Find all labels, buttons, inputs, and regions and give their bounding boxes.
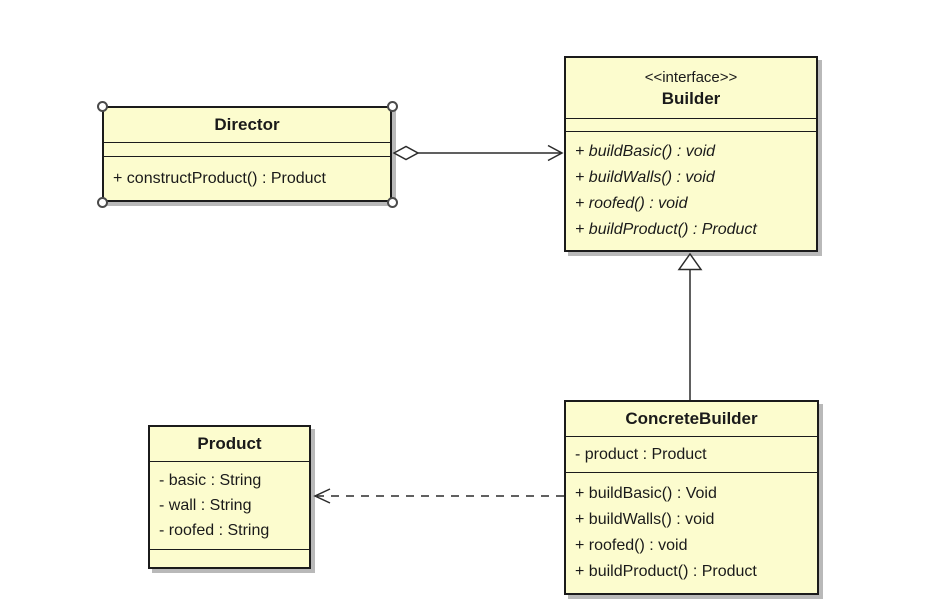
selection-handle-top-left[interactable] [96,100,108,112]
operation: + buildBasic() : void [575,143,716,160]
class-director[interactable]: Director + constructProduct() : Product [102,106,392,202]
operation: + roofed() : void [575,195,688,212]
class-builder-name: Builder [661,88,721,108]
class-product-operations [150,549,309,567]
class-product-attributes: - basic : String - wall : String - roofe… [150,461,309,549]
class-builder[interactable]: <<interface>> Builder + buildBasic() : v… [564,56,818,252]
class-builder-stereotype: <<interface>> [644,68,738,86]
operation: + buildProduct() : Product [575,221,757,238]
class-director-attributes [104,142,390,156]
selection-handle-bottom-right[interactable] [386,196,398,208]
class-product-name: Product [197,434,262,453]
operation: + buildProduct() : Product [575,563,757,580]
attribute: - product : Product [575,445,707,463]
class-concrete-builder-operations: + buildBasic() : Void + buildWalls() : v… [566,472,817,593]
attribute: - wall : String [159,497,252,514]
generalization-concretebuilder-builder[interactable] [677,252,703,400]
operation: + roofed() : void [575,537,688,554]
class-concrete-builder-attributes: - product : Product [566,436,817,472]
class-product[interactable]: Product - basic : String - wall : String… [148,425,311,569]
class-builder-attributes [566,118,816,131]
class-director-operations: + constructProduct() : Product [104,156,390,200]
selection-handle-top-right[interactable] [386,100,398,112]
class-concrete-builder[interactable]: ConcreteBuilder - product : Product + bu… [564,400,819,595]
attribute: - basic : String [159,472,262,489]
operation: + constructProduct() : Product [113,169,326,187]
operation: + buildWalls() : void [575,511,715,528]
aggregation-director-builder[interactable] [392,144,564,162]
class-concrete-builder-name: ConcreteBuilder [625,409,758,428]
class-director-name: Director [214,115,280,134]
class-builder-operations: + buildBasic() : void + buildWalls() : v… [566,131,816,250]
selection-handle-bottom-left[interactable] [96,196,108,208]
attribute: - roofed : String [159,522,270,539]
operation: + buildWalls() : void [575,169,715,186]
dependency-concretebuilder-product[interactable] [313,488,564,504]
operation: + buildBasic() : Void [575,485,717,502]
